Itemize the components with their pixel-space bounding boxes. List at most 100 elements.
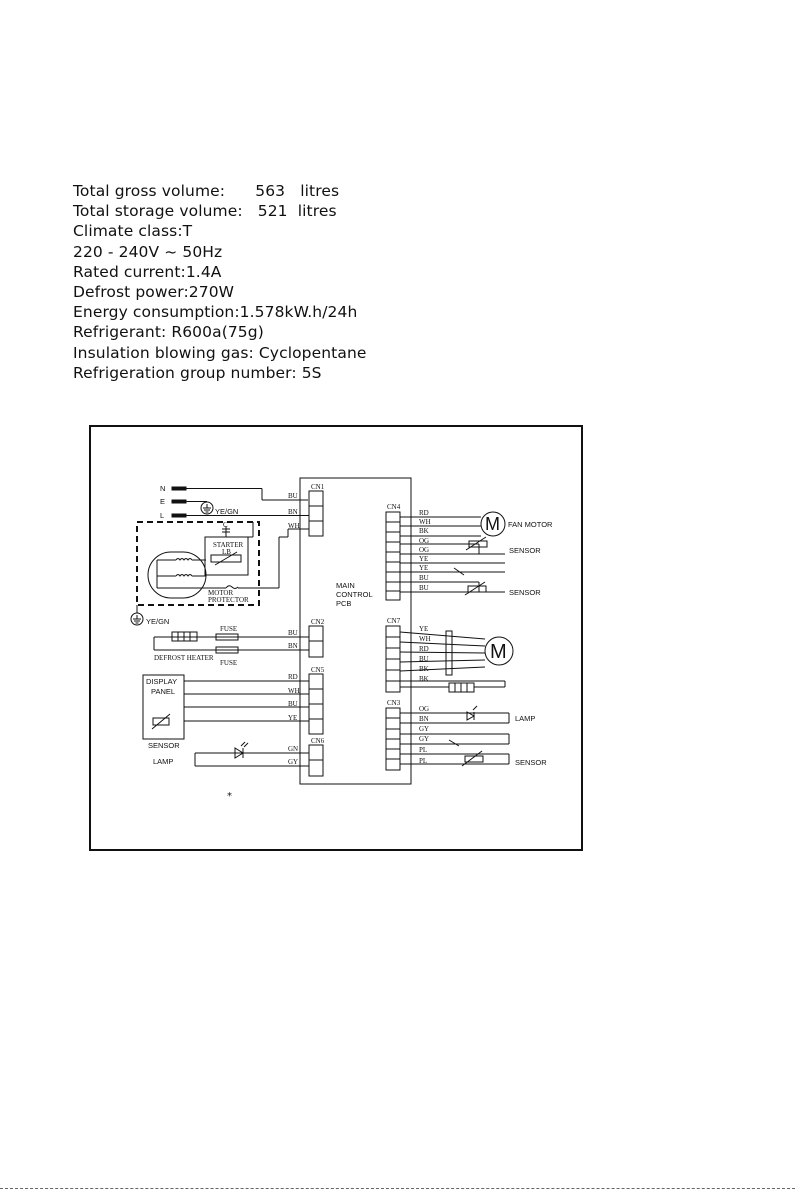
cn7-pin-label: BK — [419, 675, 429, 683]
compressor-windings — [156, 558, 206, 589]
page-edge-line — [0, 1188, 795, 1189]
cn5-pin-label: RD — [288, 673, 298, 681]
motor-protector — [206, 528, 309, 589]
capacitor-label: C — [223, 521, 228, 529]
cn5-pin-label: BU — [288, 700, 298, 708]
cn1-label: CN1 — [311, 483, 325, 491]
cn4-pin-label: BU — [419, 574, 429, 582]
cn4-pin-label: OG — [419, 537, 429, 545]
cn1-pin-label: BU — [288, 492, 298, 500]
cn3-pin-label: BN — [419, 715, 429, 723]
cn4-pin-label: RD — [419, 509, 429, 517]
spec-line: Insulation blowing gas: Cyclopentane — [73, 343, 367, 362]
cn4-pin-label: BU — [419, 584, 429, 592]
lamp-label-left: LAMP — [153, 757, 173, 766]
cn6-pin-label: GN — [288, 745, 298, 753]
cn2-connector — [153, 625, 324, 658]
cn7-label: CN7 — [387, 617, 401, 625]
cn5-connector — [308, 673, 324, 735]
live-label: L — [160, 511, 164, 520]
cn2-pin-label: BN — [288, 642, 298, 650]
cn4-pin-label: YE — [419, 555, 428, 563]
fuse-label-bottom: FUSE — [220, 659, 237, 667]
cn4-pin-label: BK — [419, 527, 429, 535]
cn3-wiring — [400, 705, 510, 767]
cn7-pin-label: WH — [419, 635, 431, 643]
spec-line: Refrigerant: R600a(75g) — [73, 323, 264, 342]
fan-motor-letter: M — [485, 514, 500, 534]
cn1-pin-label: WH — [288, 522, 300, 530]
diagram-border — [89, 425, 583, 851]
pcb-label-pcb: PCB — [336, 599, 351, 608]
cn7-pin-label: YE — [419, 625, 428, 633]
spec-line: 220 - 240V ~ 50Hz — [73, 242, 223, 261]
spec-line: Total gross volume: 563 litres — [73, 182, 340, 200]
pcb-label-control: CONTROL — [336, 590, 373, 599]
cn6-label: CN6 — [311, 737, 325, 745]
asterisk-note: * — [227, 791, 232, 802]
spec-line: Defrost power:270W — [73, 283, 235, 302]
cn4-pin-label: OG — [419, 546, 429, 554]
cn2-label: CN2 — [311, 618, 325, 626]
motor-letter: M — [490, 641, 507, 663]
cn1-pin-label: BN — [288, 508, 298, 516]
starter-sub-label: LB — [222, 548, 231, 556]
cn7-pin-label: BU — [419, 655, 429, 663]
display-panel-label-1: DISPLAY — [146, 677, 177, 686]
sensor-label-2: SENSOR — [509, 588, 541, 597]
cn5-label: CN5 — [311, 666, 325, 674]
cn3-pin-label: PL — [419, 757, 427, 765]
pcb-label-main: MAIN — [336, 581, 355, 590]
display-panel-label-2: PANEL — [151, 687, 175, 696]
cn3-pin-label: GY — [419, 725, 429, 733]
cn7-wiring — [399, 630, 514, 693]
fuse-label-top: FUSE — [220, 625, 237, 633]
spec-line: Rated current:1.4A — [73, 262, 222, 281]
cn3-pin-label: OG — [419, 705, 429, 713]
wiring-diagram: N E L YE/GN YE/GN STARTER LB C MOTOR PRO… — [89, 425, 583, 851]
display-sensor-label: SENSOR — [148, 741, 180, 750]
earth-colour-label-bottom: YE/GN — [146, 617, 169, 626]
cn6-connector — [194, 741, 324, 777]
earth-symbol-bottom — [130, 605, 144, 626]
cn3-pin-label: GY — [419, 735, 429, 743]
sensor-label-1: SENSOR — [509, 546, 541, 555]
cn4-connector — [385, 511, 401, 601]
earth-symbol-top — [200, 501, 214, 515]
cn3-pin-label: PL — [419, 746, 427, 754]
main-pcb-box — [299, 477, 412, 785]
cn1-connector — [308, 490, 324, 537]
cn2-pin-label: BU — [288, 629, 298, 637]
cn4-wiring — [400, 511, 506, 596]
cn6-pin-label: GY — [288, 758, 298, 766]
specification-list: Total gross volume: 563 litres Total sto… — [73, 181, 367, 383]
starter-label: STARTER — [213, 541, 243, 549]
cn3-label: CN3 — [387, 699, 401, 707]
starter-circuit — [204, 522, 254, 576]
wiring-diagram-svg: N E L YE/GN YE/GN STARTER LB C MOTOR PRO… — [89, 425, 583, 851]
mains-terminals — [171, 486, 309, 518]
fan-motor-label: FAN MOTOR — [508, 520, 553, 529]
lamp-label-right: LAMP — [515, 714, 535, 723]
motor-protector-label-2: PROTECTOR — [208, 596, 249, 604]
cn4-pin-label: WH — [419, 518, 431, 526]
cn7-pin-label: BK — [419, 665, 429, 673]
spec-line: Total storage volume: 521 litres — [73, 202, 337, 221]
defrost-heater-label: DEFROST HEATER — [154, 654, 214, 662]
cn5-pin-label: YE — [288, 714, 297, 722]
sensor-label-3: SENSOR — [515, 758, 547, 767]
cn5-pin-label: WH — [288, 687, 300, 695]
neutral-label: N — [160, 484, 165, 493]
motor-protector-label-1: MOTOR — [208, 589, 233, 597]
spec-line: Energy consumption:1.578kW.h/24h — [73, 303, 358, 322]
cn4-pin-label: YE — [419, 564, 428, 572]
spec-line: Refrigeration group number: 5S — [73, 363, 322, 382]
earth-colour-label-top: YE/GN — [215, 507, 238, 516]
display-panel — [142, 674, 309, 740]
cn7-connector — [385, 625, 401, 693]
cn7-pin-label: RD — [419, 645, 429, 653]
compressor-box — [136, 521, 260, 606]
earth-label: E — [160, 497, 165, 506]
cn3-connector — [385, 707, 401, 771]
spec-line: Climate class:T — [73, 222, 193, 241]
